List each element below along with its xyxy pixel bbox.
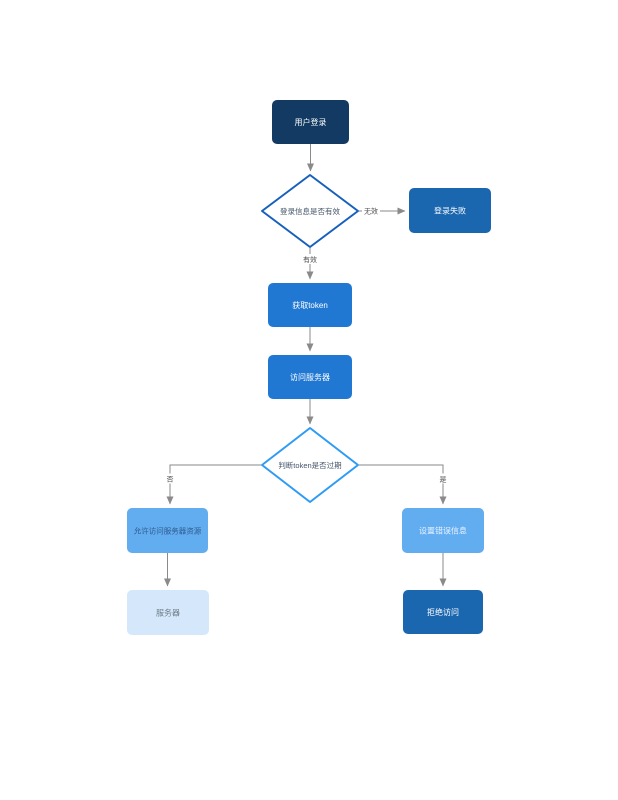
svg-text:否: 否 — [167, 476, 174, 484]
svg-text:有效: 有效 — [303, 255, 317, 264]
node-check-token-expired-label: 判断token是否过期 — [278, 460, 341, 470]
node-deny-access-label: 拒绝访问 — [427, 607, 459, 617]
node-set-error: 设置错误信息 — [402, 508, 484, 553]
node-login-fail-label: 登录失败 — [434, 206, 466, 216]
edge-label-valid: 有效 — [301, 254, 319, 264]
node-check-login-valid-label: 登录信息是否有效 — [280, 206, 340, 216]
node-allow-access: 允许访问服务器资源 — [127, 508, 208, 553]
node-deny-access: 拒绝访问 — [403, 590, 483, 634]
node-login-fail: 登录失败 — [409, 188, 491, 233]
node-server: 服务器 — [127, 590, 209, 635]
node-access-server-label: 访问服务器 — [290, 372, 330, 382]
edge-label-no: 否 — [164, 473, 176, 484]
edge-check-token-no-branch — [166, 464, 261, 505]
node-set-error-label: 设置错误信息 — [419, 526, 467, 536]
node-get-token-label: 获取token — [292, 300, 328, 310]
node-access-server: 访问服务器 — [268, 355, 352, 399]
node-get-token: 获取token — [268, 283, 352, 327]
svg-text:是: 是 — [440, 476, 447, 484]
node-allow-access-label: 允许访问服务器资源 — [134, 526, 202, 536]
edge-label-invalid: 无效 — [362, 205, 380, 216]
edge-check-token-yes-branch — [359, 464, 447, 505]
node-check-token-expired: 判断token是否过期 — [261, 427, 359, 503]
svg-text:无效: 无效 — [364, 207, 378, 216]
node-user-login: 用户登录 — [272, 100, 349, 144]
node-user-login-label: 用户登录 — [295, 117, 327, 127]
edge-label-yes: 是 — [437, 473, 449, 484]
node-check-login-valid: 登录信息是否有效 — [261, 174, 359, 248]
node-server-label: 服务器 — [156, 608, 180, 618]
